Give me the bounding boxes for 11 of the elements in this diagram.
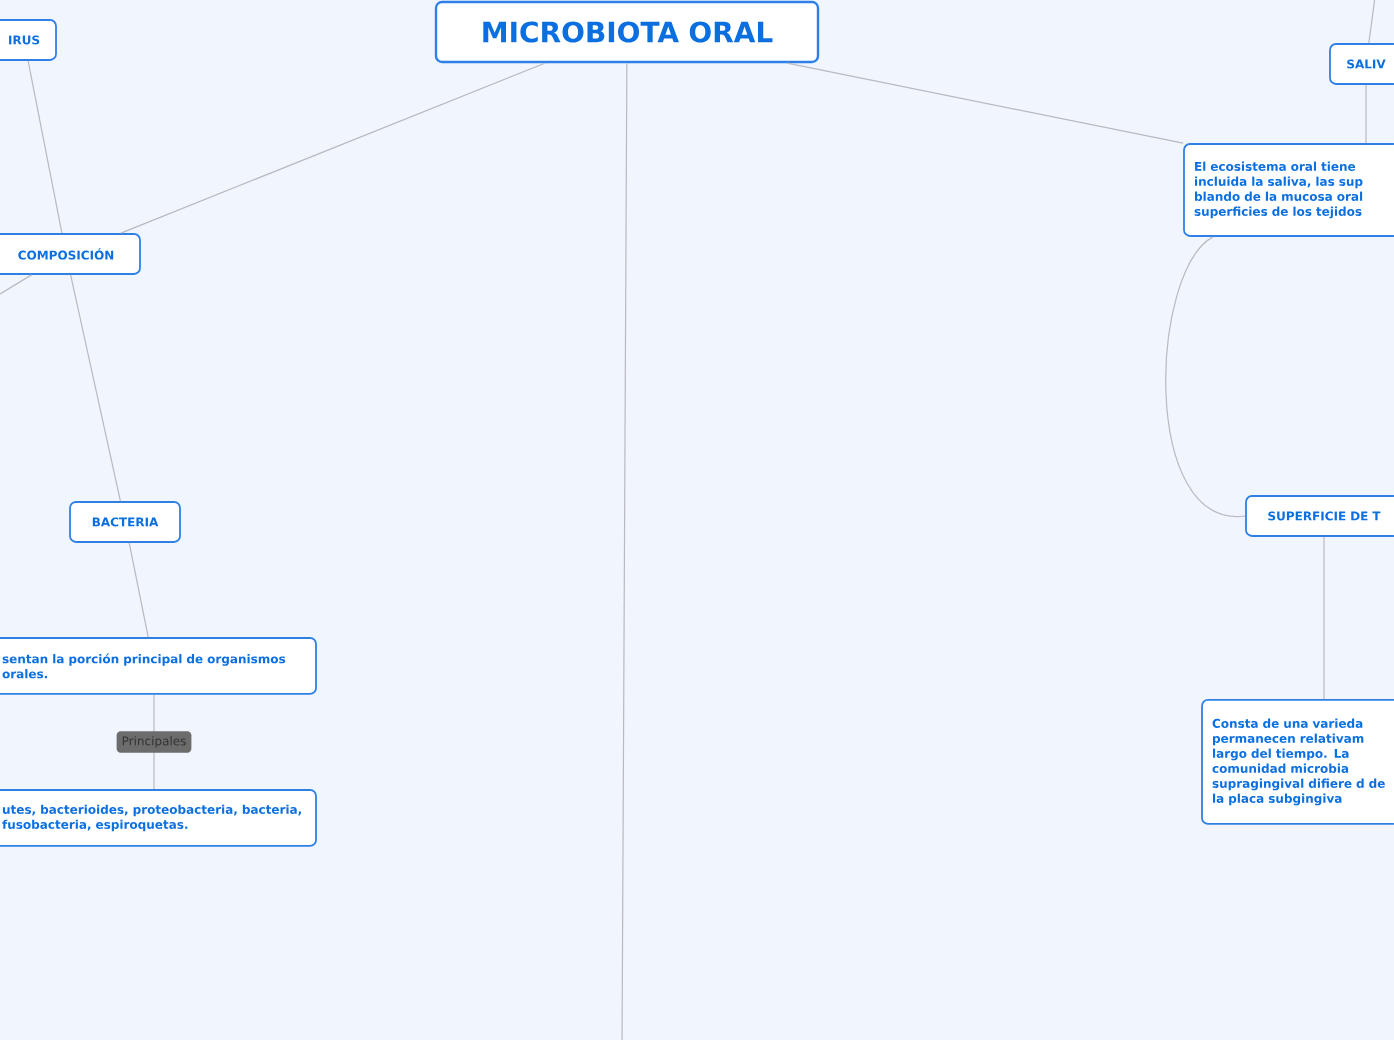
connector-line (1368, 0, 1377, 44)
connector-line (786, 62, 1184, 144)
connector-line (1165, 236, 1246, 517)
title-box: MICROBIOTA ORAL (434, 0, 820, 64)
connector-line (1323, 536, 1325, 700)
connector-line (1365, 84, 1367, 144)
connector-line (27, 60, 63, 234)
connector-line (128, 542, 149, 638)
connector-line (120, 62, 546, 234)
connector-line (621, 62, 628, 1040)
connector-line (70, 274, 121, 502)
